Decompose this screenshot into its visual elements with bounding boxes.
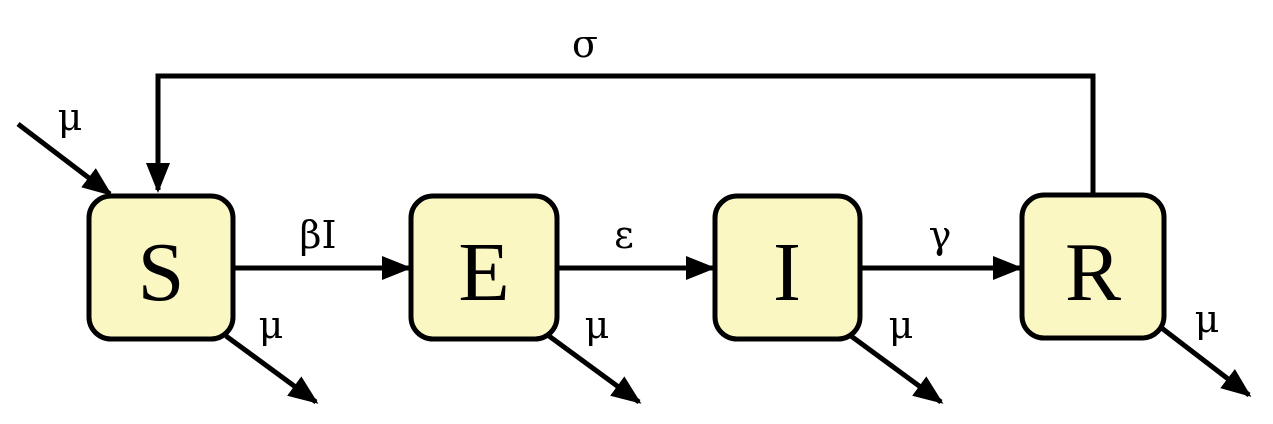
death-arrow-i (849, 333, 944, 405)
death-label-r: μ (1195, 297, 1220, 341)
compartment-r-label: R (1065, 226, 1121, 319)
feedback-rate-label: σ (572, 22, 598, 66)
birth-arrow (16, 122, 113, 196)
compartment-i: I (712, 193, 863, 342)
compartment-r: R (1019, 192, 1167, 341)
transition-label-s-to-e: βI (300, 213, 337, 257)
compartment-e-label: E (458, 226, 509, 319)
transition-label-i-to-r: γ (929, 213, 952, 257)
compartment-s: S (86, 193, 236, 342)
compartment-i-label: I (773, 226, 801, 319)
death-label-i: μ (889, 303, 914, 347)
death-arrow-r (1157, 324, 1252, 397)
transition-label-e-to-i: ε (614, 213, 634, 257)
death-label-s: μ (259, 303, 284, 347)
feedback-arrow-r-to-s (146, 73, 1096, 193)
death-label-e: μ (585, 303, 610, 347)
compartment-e: E (408, 193, 560, 342)
birth-rate-label: μ (58, 95, 83, 139)
death-arrow-s (224, 333, 319, 405)
compartment-s-label: S (138, 226, 185, 319)
death-arrow-e (547, 333, 642, 405)
